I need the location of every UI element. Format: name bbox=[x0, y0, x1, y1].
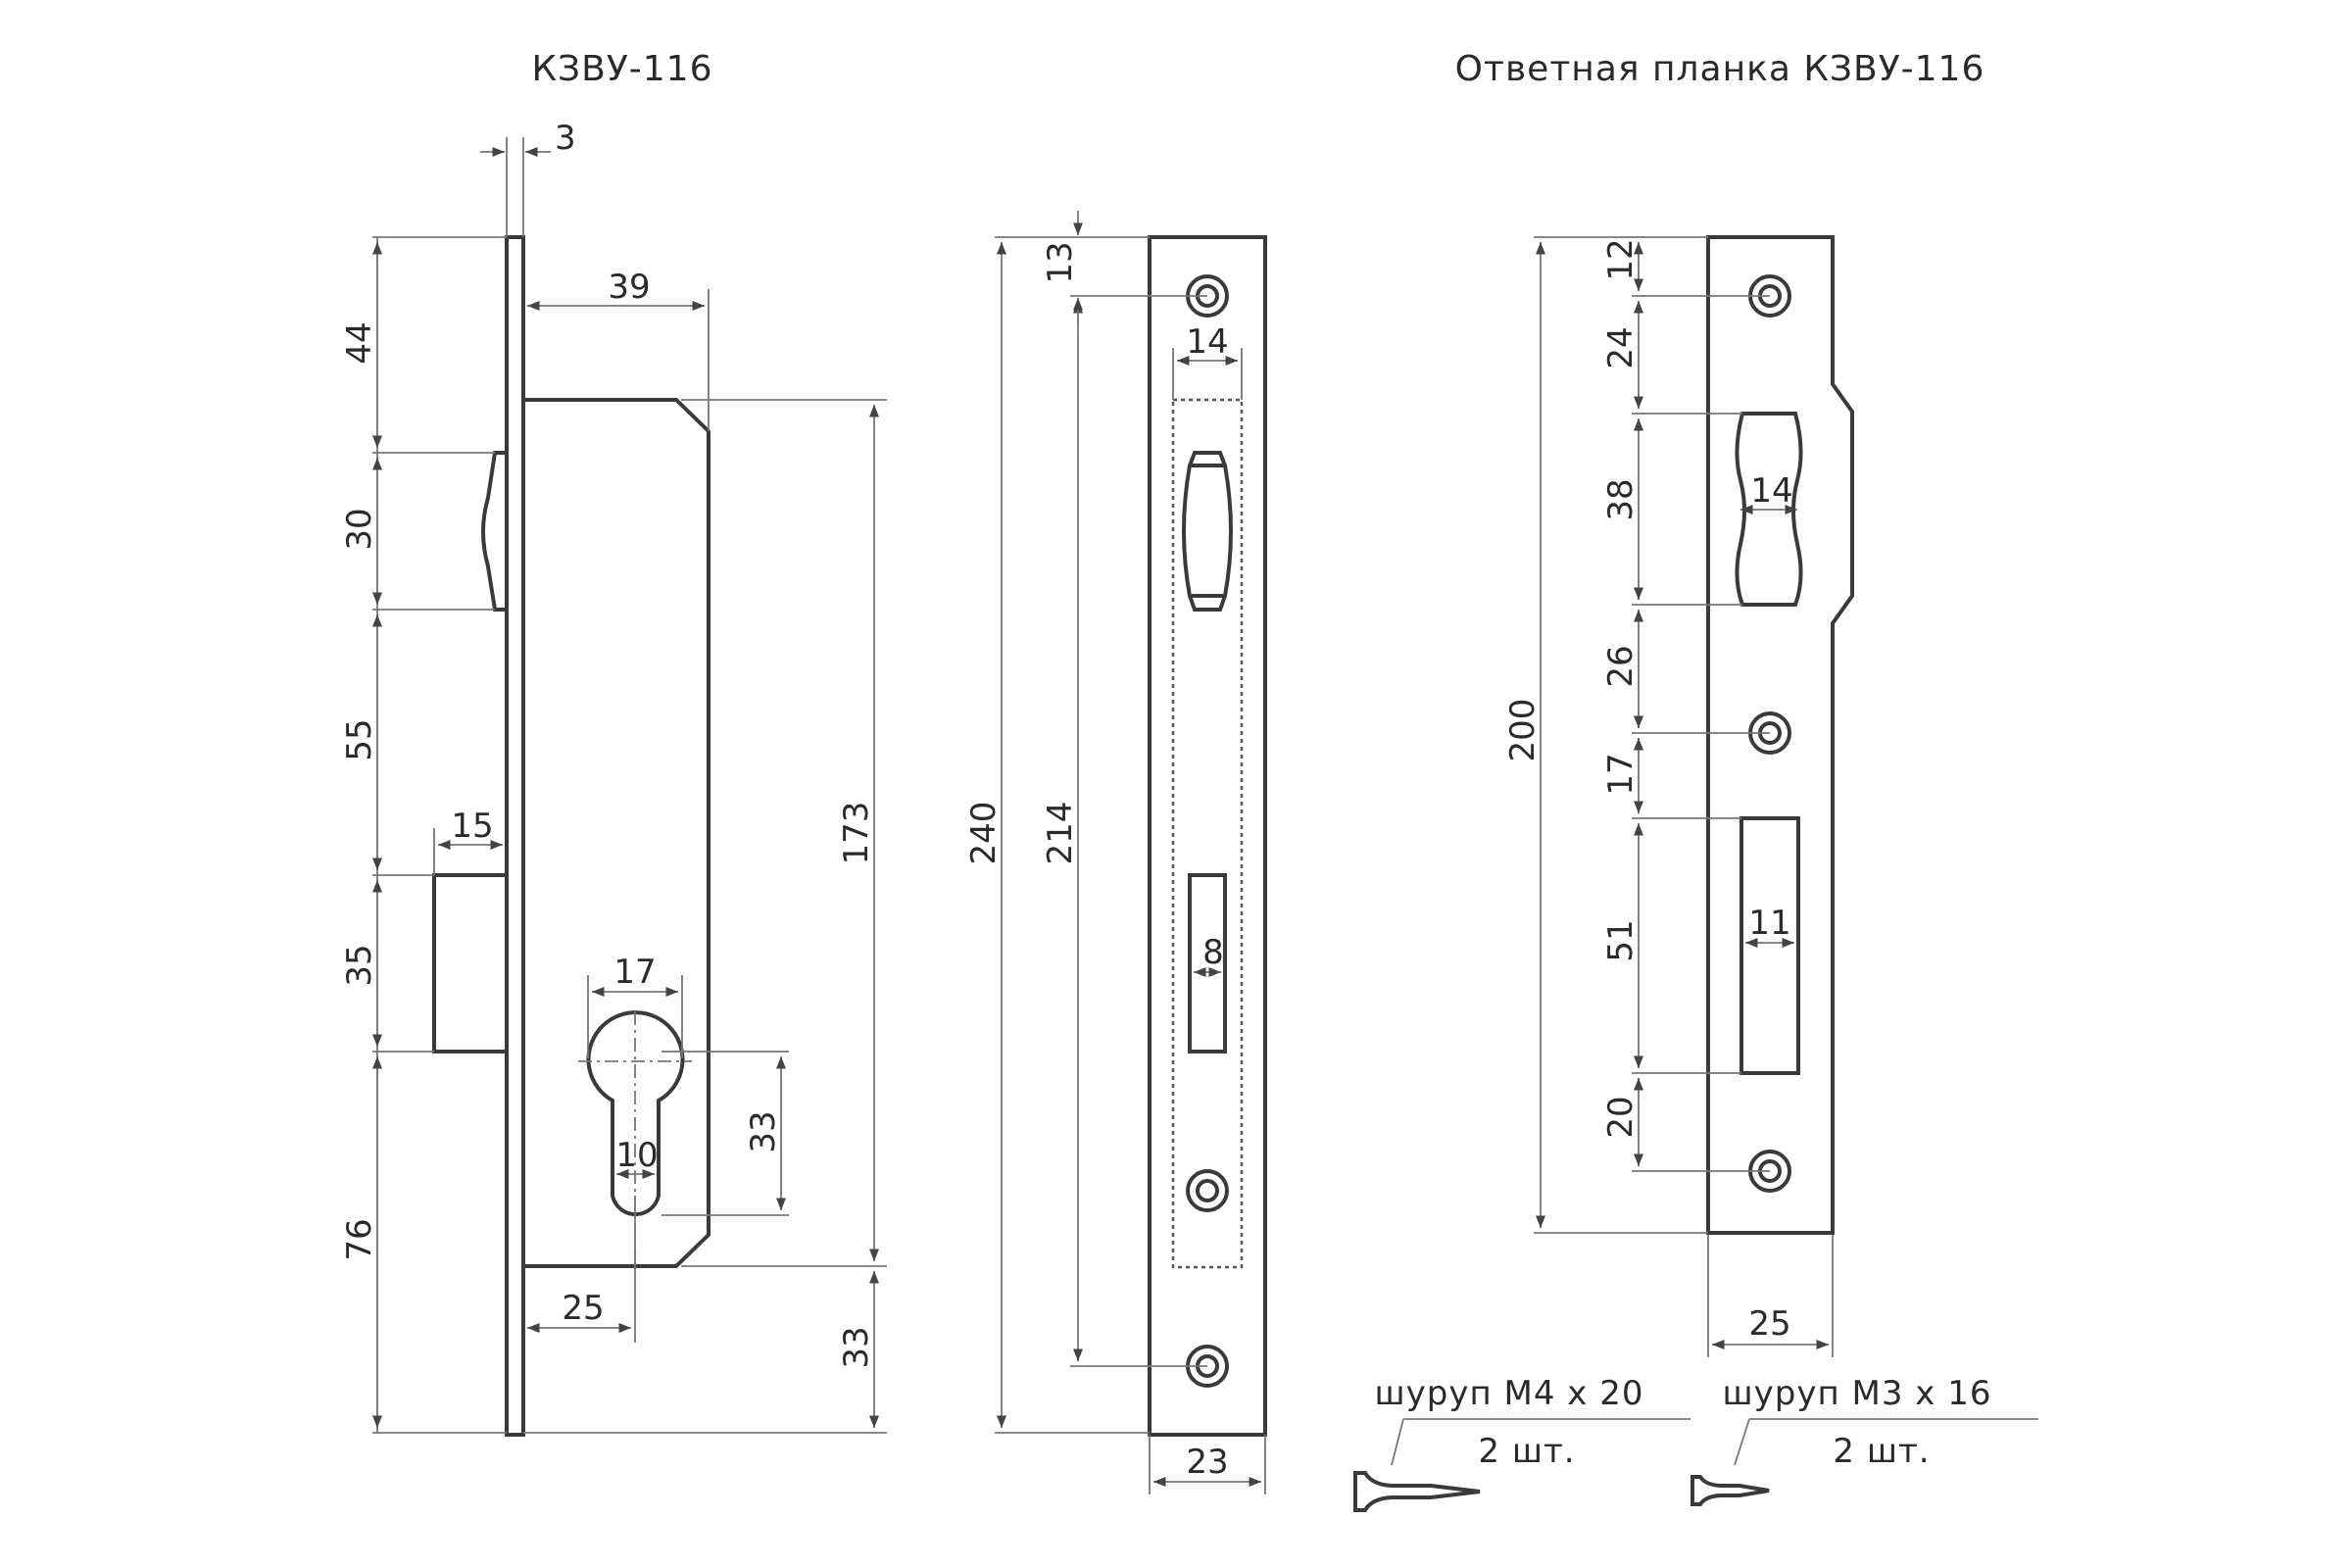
dim-17-cylinder: 17 bbox=[613, 953, 656, 992]
dim-14-strike: 14 bbox=[1750, 471, 1792, 511]
dim-20: 20 bbox=[1601, 1096, 1641, 1138]
dim-76: 76 bbox=[340, 1218, 379, 1260]
dim-39: 39 bbox=[608, 268, 650, 307]
latch-opening bbox=[1182, 451, 1233, 612]
dim-33-bottom: 33 bbox=[837, 1326, 876, 1368]
dim-10: 10 bbox=[615, 1136, 658, 1175]
lock-side-view: 44 30 55 35 76 3 39 15 17 10 33 bbox=[340, 119, 887, 1437]
dim-14-faceplate: 14 bbox=[1186, 322, 1228, 362]
dim-8: 8 bbox=[1202, 933, 1224, 972]
dim-25-backset: 25 bbox=[562, 1289, 604, 1328]
dim-38: 38 bbox=[1601, 478, 1641, 520]
dim-25-strike: 25 bbox=[1748, 1304, 1790, 1344]
dim-15: 15 bbox=[451, 807, 493, 846]
dim-200: 200 bbox=[1503, 699, 1543, 762]
dim-214: 214 bbox=[1041, 802, 1080, 865]
screw-m4-icon bbox=[1353, 1471, 1481, 1512]
dim-33-key: 33 bbox=[744, 1110, 783, 1152]
dim-11: 11 bbox=[1748, 904, 1790, 943]
strike-latch-opening bbox=[1735, 412, 1803, 607]
dim-240: 240 bbox=[964, 802, 1004, 865]
screw-m4: шуруп М4 х 20 2 шт. bbox=[1353, 1374, 1690, 1512]
screw-m3-spec: шуруп М3 х 16 bbox=[1723, 1374, 1992, 1413]
latch-bolt bbox=[481, 451, 509, 612]
dim-3: 3 bbox=[555, 119, 576, 158]
cylinder-hole bbox=[586, 1010, 685, 1217]
strike-deadbolt-opening bbox=[1740, 816, 1800, 1075]
deadbolt-slot bbox=[1188, 873, 1227, 1054]
dim-173: 173 bbox=[837, 802, 876, 865]
dim-13: 13 bbox=[1041, 241, 1080, 283]
dim-17-strike: 17 bbox=[1601, 753, 1641, 795]
faceplate-outline bbox=[1148, 235, 1267, 1437]
screw-m4-spec: шуруп М4 х 20 bbox=[1375, 1374, 1644, 1413]
dead-bolt bbox=[432, 873, 509, 1054]
lock-body bbox=[523, 398, 710, 1268]
dim-23: 23 bbox=[1186, 1443, 1228, 1482]
faceplate-front-view: 240 214 13 14 8 23 bbox=[964, 211, 1267, 1494]
dim-35: 35 bbox=[340, 944, 379, 986]
lock-title: КЗВУ-116 bbox=[532, 49, 713, 89]
dim-26: 26 bbox=[1601, 645, 1641, 687]
dim-44: 44 bbox=[340, 321, 379, 364]
screw-m3: шуруп М3 х 16 2 шт. bbox=[1690, 1374, 2038, 1506]
body-outline-dashed bbox=[1171, 398, 1244, 1269]
strike-plate-view: 12 24 38 26 17 51 20 200 14 11 25 bbox=[1503, 235, 1854, 1357]
strike-title: Ответная планка КЗВУ-116 bbox=[1455, 49, 1985, 89]
dim-12: 12 bbox=[1601, 238, 1641, 280]
screw-hole-middle bbox=[1186, 1169, 1229, 1212]
dim-30: 30 bbox=[340, 508, 379, 550]
dim-55: 55 bbox=[340, 718, 379, 760]
screw-m3-qty: 2 шт. bbox=[1833, 1432, 1930, 1471]
dim-24: 24 bbox=[1601, 326, 1641, 368]
strike-plate-outline bbox=[1706, 235, 1854, 1235]
dim-51: 51 bbox=[1601, 919, 1641, 961]
screw-m4-qty: 2 шт. bbox=[1478, 1432, 1575, 1471]
screw-m3-icon bbox=[1690, 1475, 1770, 1506]
lock-faceplate-strip bbox=[505, 235, 525, 1437]
